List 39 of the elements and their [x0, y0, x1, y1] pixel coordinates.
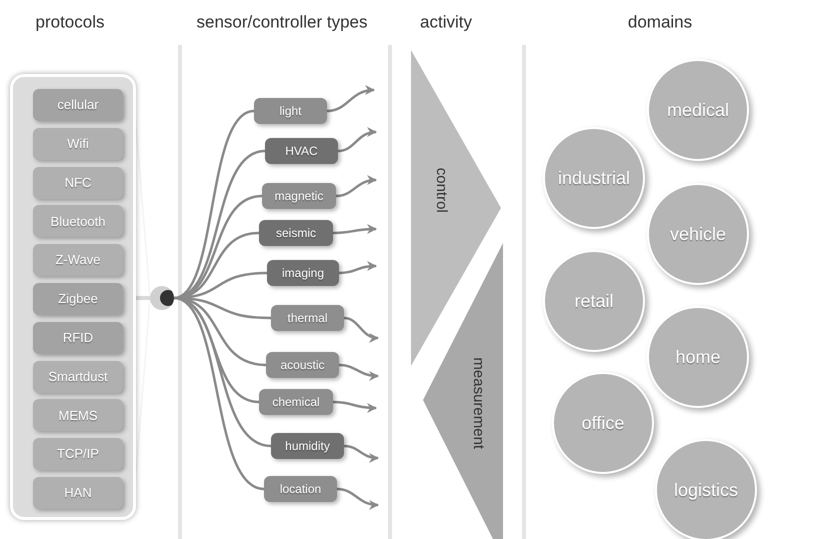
activity-label: control	[432, 167, 452, 213]
arrow	[326, 86, 375, 112]
sensor-box: imaging	[267, 260, 339, 286]
protocol-box: Bluetooth	[33, 205, 123, 238]
sensor-box: thermal	[271, 305, 344, 331]
protocol-box: Smartdust	[33, 360, 123, 393]
sensor-box: light	[254, 98, 327, 124]
arrow	[336, 488, 379, 510]
protocol-box: RFID	[33, 322, 123, 354]
column-header: domains	[628, 11, 692, 34]
sensor-box: seismic	[259, 220, 333, 246]
arrow	[332, 400, 377, 413]
protocol-box: cellular	[33, 89, 123, 121]
sensor-box: humidity	[271, 433, 344, 459]
arrow	[344, 444, 379, 462]
sensor-box: acoustic	[266, 352, 339, 378]
sensor-box: location	[264, 476, 337, 502]
connector-line	[136, 296, 150, 300]
protocol-box: Z-Wave	[33, 244, 123, 276]
sensor-box: HVAC	[265, 138, 338, 164]
arrow	[332, 224, 377, 234]
protocol-box: MEMS	[33, 399, 123, 432]
protocol-box: HAN	[33, 477, 123, 509]
arrow	[338, 261, 377, 274]
column-header: sensor/controller types	[196, 11, 368, 34]
arrow	[344, 316, 379, 342]
arrow	[336, 176, 377, 198]
protocol-box: Wifi	[33, 128, 123, 160]
protocol-box: TCP/IP	[33, 438, 123, 470]
column-header: protocols	[36, 11, 104, 34]
activity-label: measurement	[469, 357, 488, 449]
arrow	[338, 364, 379, 381]
arrow	[338, 128, 377, 152]
sensor-box: magnetic	[262, 183, 336, 209]
protocol-box: Zigbee	[33, 283, 123, 315]
sensor-box: chemical	[259, 389, 333, 415]
column-header: activity	[420, 11, 472, 34]
protocol-panel	[10, 74, 136, 520]
protocol-box: NFC	[33, 166, 123, 199]
